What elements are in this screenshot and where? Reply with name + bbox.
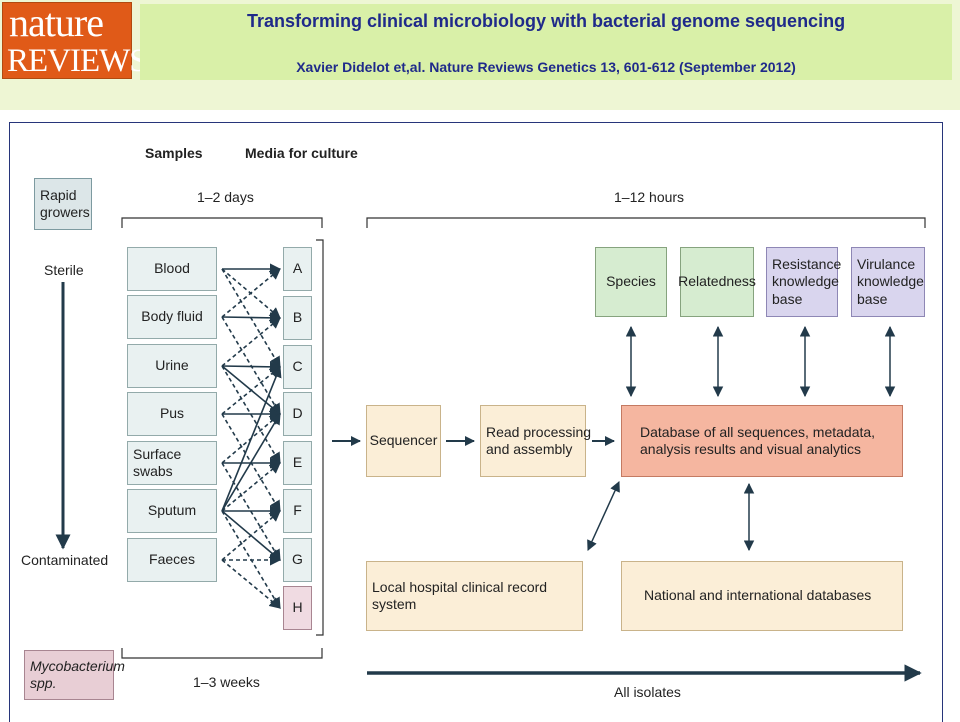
contaminated-label: Contaminated [21, 552, 109, 568]
resistance-box: Resistance knowledge base [766, 247, 841, 317]
read-processing-box: Read processing and assembly [480, 405, 591, 477]
media-header: Media for culture [245, 145, 358, 161]
all-isolates-label: All isolates [614, 684, 681, 700]
sample-media-link [221, 559, 281, 609]
logo-line-2: REVIEWS [7, 43, 148, 79]
media-d: D [283, 392, 312, 436]
sample-media-link [221, 462, 281, 512]
time-days-label: 1–2 days [197, 189, 254, 205]
sample-surface-swabs: Surface swabs [127, 441, 217, 485]
sample-media-link [221, 312, 282, 324]
weeks-bracket [121, 648, 323, 659]
logo-line-1: nature [9, 0, 104, 45]
media-e: E [283, 441, 312, 485]
sample-media-link [221, 316, 281, 415]
sample-media-link [221, 268, 281, 318]
page-title: Transforming clinical microbiology with … [246, 11, 846, 31]
legend-myco-genus: Mycobacterium [30, 657, 125, 674]
media-f: F [283, 489, 312, 533]
sample-blood: Blood [127, 247, 217, 291]
national-db-box: National and international databases [621, 561, 903, 631]
virulence-box: Virulance knowledge base [851, 247, 925, 317]
sample-faeces: Faeces [127, 538, 217, 582]
media-a: A [283, 247, 312, 291]
media-c: C [283, 345, 312, 389]
legend-myco-spp: spp. [30, 675, 57, 691]
citation: Xavier Didelot et,al. Nature Reviews Gen… [296, 59, 796, 75]
time-hours-label: 1–12 hours [614, 189, 685, 205]
time-weeks-label: 1–3 weeks [193, 674, 260, 690]
title-box [140, 4, 952, 80]
sample-body-fluid: Body fluid [127, 295, 217, 339]
media-g: G [283, 538, 312, 582]
sample-pus: Pus [127, 392, 217, 436]
sample-media-links [221, 263, 282, 609]
relatedness-box: Relatedness [678, 247, 756, 317]
media-right-bracket [316, 239, 324, 636]
database-box: Database of all sequences, metadata, ana… [621, 405, 903, 477]
arrow-db-local [587, 481, 620, 551]
sample-media-link [221, 317, 281, 367]
local-record-box: Local hospital clinical record system [366, 561, 583, 631]
days-bracket [121, 217, 323, 228]
species-box: Species [595, 247, 667, 317]
hours-bracket [366, 217, 926, 228]
sample-media-link [221, 510, 281, 561]
legend-mycobacterium: Mycobacterium spp. [24, 650, 125, 700]
sterile-label: Sterile [44, 262, 84, 278]
sample-media-link [221, 361, 282, 373]
sample-media-link [221, 366, 281, 415]
sample-media-link [221, 365, 282, 512]
sequencer-box: Sequencer [366, 405, 441, 477]
legend-rapid-growers: Rapid growers [34, 178, 92, 230]
samples-header: Samples [145, 145, 203, 161]
sample-media-link [221, 413, 281, 512]
nature-reviews-logo: nature REVIEWS [2, 0, 148, 79]
sample-sputum: Sputum [127, 489, 217, 533]
media-h: H [283, 586, 312, 630]
media-b: B [283, 296, 312, 340]
sample-urine: Urine [127, 344, 217, 388]
